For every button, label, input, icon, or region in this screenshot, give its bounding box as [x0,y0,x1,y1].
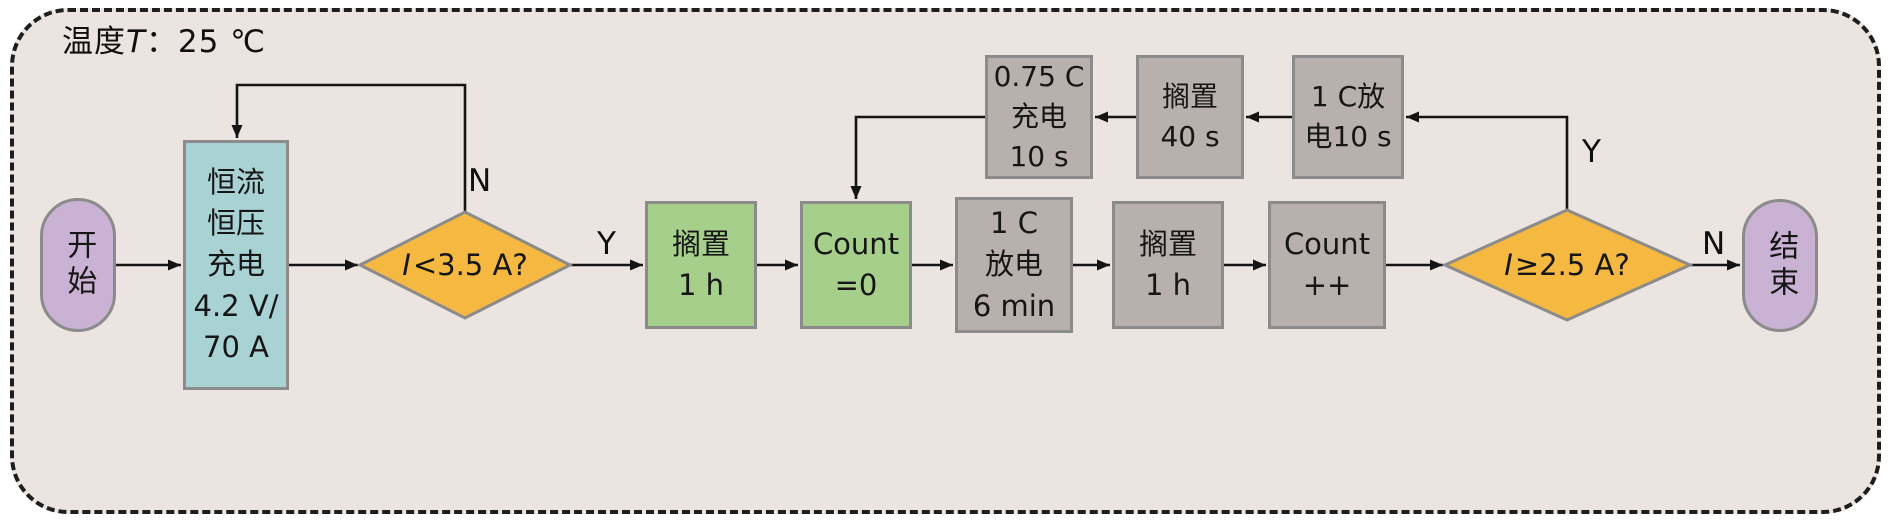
decision-current-lt-shape [356,210,574,320]
decision-current-lt-cond: <3.5 A? [412,248,528,282]
node-line: 1 h [677,268,725,302]
node-line: 10 s [1009,139,1069,173]
node-line: 搁置 [671,226,730,261]
node-line: 1 C放 [1310,80,1386,114]
node-line: 4.2 V/ [193,288,279,323]
node-start-label: 开始 [61,229,97,301]
node-line: 70 A [203,329,269,364]
node-cccv-charge: 恒流 恒压 充电 4.2 V/ 70 A [183,140,289,390]
node-line: 电10 s [1304,120,1392,153]
node-line: 恒流 [206,165,265,200]
node-line: 搁置 [1161,80,1218,114]
temperature-annotation-var: T [126,24,146,60]
node-charge-075c-10s: 0.75 C 充电 10 s [985,55,1093,179]
edge-label-n-end: N [1702,226,1726,262]
decision-current-ge-var: I [1504,248,1513,282]
edge-charge075-to-count0 [850,115,985,199]
node-line: ++ [1302,268,1352,302]
node-line: 恒压 [206,206,265,241]
decision-current-ge-shape [1441,208,1694,322]
edge-decision1-n-loop [231,83,467,212]
node-line: 充电 [1010,100,1067,134]
node-line: =0 [834,268,878,302]
node-line: 1 C [990,206,1038,241]
node-rest-40s: 搁置 40 s [1136,55,1244,179]
node-line: 40 s [1160,120,1220,153]
node-line: Count [1283,226,1371,261]
node-line: 6 min [972,288,1056,323]
node-line: Count [812,226,900,261]
node-count-increment: Count ++ [1268,201,1386,329]
node-discharge-1c-6min: 1 C 放电 6 min [955,197,1073,333]
decision-current-ge-label: I≥2.5 A? [1455,243,1679,287]
decision-current-lt-label: I<3.5 A? [365,243,565,287]
node-discharge-1c-10s: 1 C放 电10 s [1292,55,1404,179]
edge-label-n-loop: N [468,163,492,199]
edge-decision2-y-loop [1406,111,1569,210]
node-line: 搁置 [1138,226,1197,261]
node-line: 放电 [984,247,1043,282]
node-line: 1 h [1144,268,1192,302]
node-rest-1h-b: 搁置 1 h [1112,201,1224,329]
node-line: 充电 [206,247,265,282]
decision-current-lt-var: I [402,248,411,282]
edge-label-y-loop: Y [1582,134,1601,170]
node-rest-1h-a: 搁置 1 h [645,201,757,329]
node-count-reset: Count =0 [800,201,912,329]
temperature-annotation-prefix: 温度 [62,24,126,60]
node-start: 开始 [40,198,116,332]
node-end-label: 结束 [1763,229,1799,302]
edge-label-y-continue: Y [597,226,616,262]
temperature-annotation-value: ：25 ℃ [145,24,267,60]
temperature-annotation: 温度T：25 ℃ [62,16,266,61]
node-end: 结束 [1742,199,1818,332]
node-line: 0.75 C [993,60,1085,94]
decision-current-ge-cond: ≥2.5 A? [1514,248,1630,282]
